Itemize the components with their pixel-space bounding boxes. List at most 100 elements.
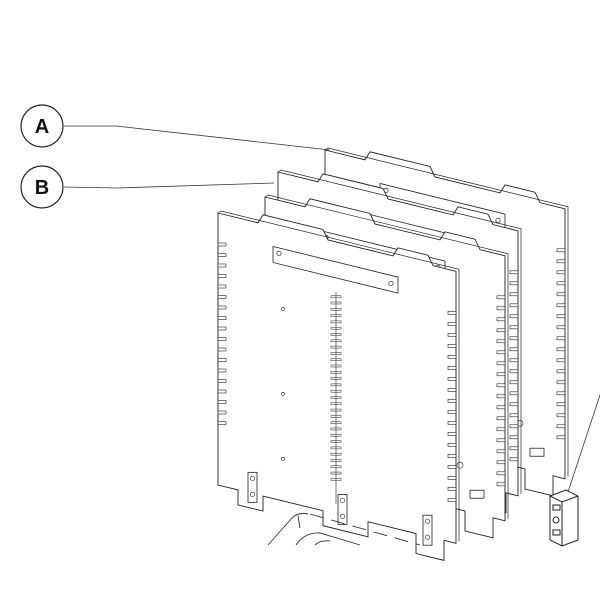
vent-slot [496,449,506,454]
vent-slot [217,379,227,383]
vent-slot [217,284,227,289]
vent-slot [509,292,519,297]
vent-slot [509,325,519,330]
mount-hole [456,461,464,469]
terminal-tab [247,471,258,503]
mount-hole [281,392,285,396]
vent-slot [496,394,506,399]
terminal-tab [529,447,545,457]
terminal-tab [469,489,485,499]
vent-slot [447,454,457,458]
vent-slot [556,314,566,319]
vent-slot [496,471,506,476]
vent-slot [556,358,566,363]
vent-slot [217,389,227,394]
vent-slot [509,435,519,440]
vent-slot [447,322,457,326]
vent-slot [556,336,566,341]
vent-slot [496,295,506,300]
mount-hole [281,457,285,461]
vent-slot [556,424,566,429]
panel-edge [324,147,569,477]
vent-slot [509,281,519,286]
vent-slot [447,498,457,502]
vent-slot [509,413,519,418]
vent-slot [447,399,457,403]
vent-slot [556,325,566,330]
vent-slot [556,402,566,407]
leader-line-a [64,125,331,151]
vent-slot [217,305,227,310]
vent-slot [556,303,566,308]
vent-slot [496,438,506,443]
vent-slot [447,366,457,370]
terminal-hole [250,475,256,481]
vent-slot [556,292,566,297]
mount-hole [281,307,285,311]
vent-slot [496,317,506,322]
callout-b-label: B [35,177,49,199]
callout-b: B [20,165,64,209]
vent-slot [217,421,227,425]
vent-slot [217,316,227,320]
vent-slot [496,416,506,421]
panel-edge [264,194,509,519]
vent-slot [509,446,519,451]
screw-icon [495,217,501,223]
vent-slot [217,295,227,299]
heating-panels [217,147,569,561]
vent-slot [509,358,519,363]
vent-slot [447,487,457,491]
vent-slot [496,350,506,355]
vent-slot [556,270,566,275]
mounting-bar [272,245,399,294]
vent-slot [447,344,457,348]
vent-slot [217,337,227,341]
vent-slot [509,347,519,352]
callout-a-label: A [35,116,49,138]
screw-icon [250,491,256,497]
vent-slot [447,311,457,315]
vent-slot [447,432,457,436]
vent-slot [509,303,519,308]
vent-slot [556,435,566,440]
panel-outline [217,212,457,561]
vent-slot [217,410,227,415]
vent-slot [496,427,506,432]
terminal-hole [339,497,345,503]
vent-slot [496,482,506,487]
vent-slot [509,270,519,275]
vent-slot [496,339,506,344]
vent-slot [217,347,227,352]
vent-slot [447,377,457,381]
screw-icon [276,250,282,257]
vent-slot [447,410,457,414]
vent-slot [217,263,227,268]
callout-a: A [20,104,64,148]
vent-slot [217,242,227,247]
vent-slot [556,391,566,396]
connector-block [549,489,579,547]
vent-slot [217,274,227,278]
panel-edge [217,210,460,542]
panel-b-front [217,210,460,561]
vent-slot [509,369,519,374]
vent-slot [496,383,506,388]
vent-slot [496,372,506,377]
vent-slot [556,347,566,352]
vent-slot [217,326,227,331]
vent-slot [447,333,457,337]
vent-slot [217,400,227,404]
vent-slot [217,358,227,362]
terminal-tab [337,493,348,525]
vent-slot [509,380,519,385]
vent-slot [496,361,506,366]
vent-slot [556,281,566,286]
vent-slot [496,460,506,465]
vent-slot [509,336,519,341]
vent-slot [217,253,227,257]
vent-slot [509,314,519,319]
vent-slot [447,355,457,359]
vent-slot [217,368,227,373]
